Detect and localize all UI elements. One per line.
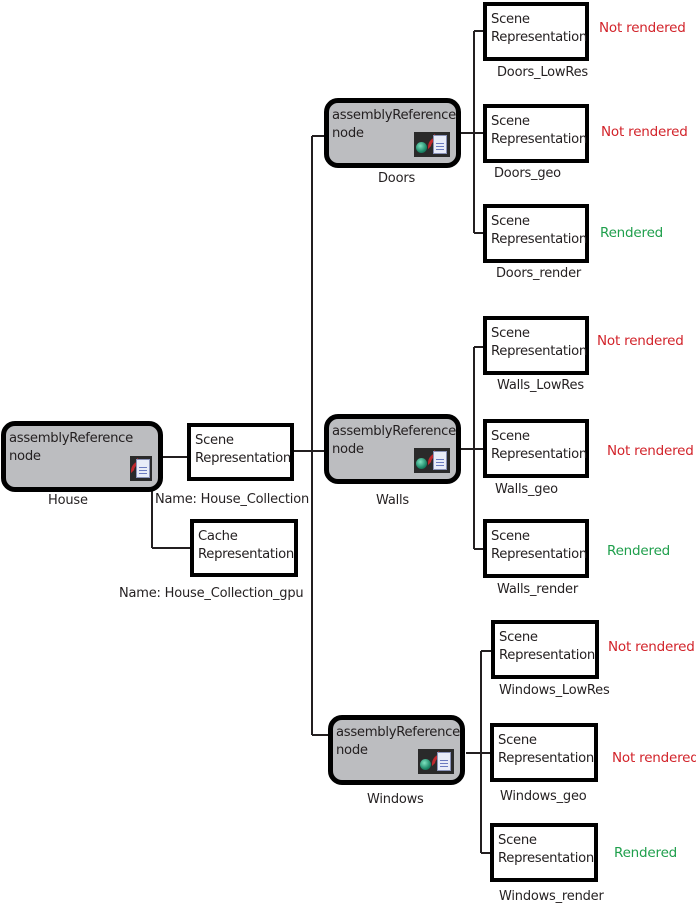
windows-lowres-status: Not rendered [608, 639, 695, 655]
doors-lowres-name: Doors_LowRes [497, 65, 588, 80]
windows-geo-name: Windows_geo [500, 789, 587, 804]
doors-lowres-status: Not rendered [599, 20, 686, 36]
reference-file-icon [130, 456, 152, 481]
walls-geo-name: Walls_geo [495, 482, 558, 497]
house-node-name: House [48, 493, 88, 508]
assembly-reference-icon [414, 448, 450, 473]
windows-node-name: Windows [367, 792, 424, 807]
windows-render-name: Windows_render [499, 889, 604, 904]
walls-render-name: Walls_render [497, 582, 578, 597]
walls-lowres-status: Not rendered [597, 333, 684, 349]
walls-lowres-name: Walls_LowRes [497, 378, 584, 393]
walls-node-name: Walls [376, 493, 409, 508]
walls-geo-status: Not rendered [607, 443, 694, 459]
windows-render-status: Rendered [614, 845, 678, 861]
walls-render-status: Rendered [607, 543, 671, 559]
assembly-reference-icon [418, 749, 454, 774]
doors-geo-status: Not rendered [601, 124, 688, 140]
house-scene-rep-name: Name: House_Collection [155, 492, 310, 507]
windows-geo-status: Not rendered [612, 750, 696, 766]
windows-lowres-name: Windows_LowRes [499, 683, 610, 698]
doors-render-name: Doors_render [496, 266, 582, 281]
doors-render-status: Rendered [600, 225, 664, 241]
doors-node-name: Doors [378, 171, 416, 186]
house-cache-rep-name: Name: House_Collection_gpu [119, 586, 304, 601]
doors-geo-name: Doors_geo [494, 166, 561, 181]
assembly-reference-icon [414, 132, 450, 157]
